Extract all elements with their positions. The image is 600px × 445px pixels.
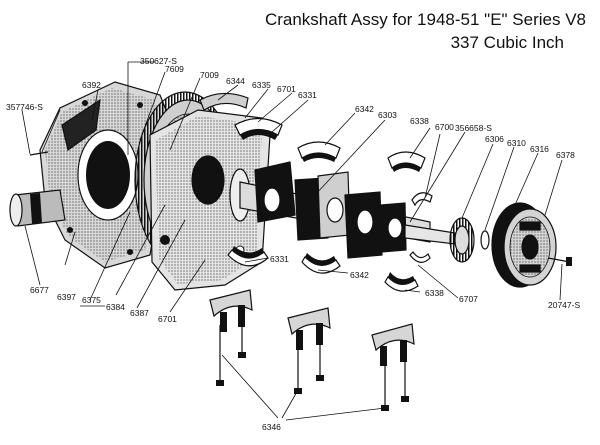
- callout-350627-S: 350627-S: [140, 56, 177, 66]
- callout-357746-S: 357746-S: [6, 102, 43, 112]
- upper-bearing-shell-rear: [234, 117, 283, 140]
- callout-7609: 7609: [165, 64, 184, 74]
- lower-bearing-shell-center: [301, 253, 341, 274]
- callout-labels: 357746-S 6392 350627-S 7609 7009 6344 63…: [6, 56, 580, 432]
- thrust-washer-lower: [409, 251, 431, 263]
- diagram-title: Crankshaft Assy for 1948-51 "E" Series V…: [264, 10, 586, 29]
- callout-6331-bottom: 6331: [270, 254, 289, 264]
- callout-6306: 6306: [485, 134, 504, 144]
- callout-6338-top: 6338: [410, 116, 429, 126]
- callout-6700: 6700: [435, 122, 454, 132]
- callout-6346: 6346: [262, 422, 281, 432]
- bearing-cap-bolt: [294, 345, 302, 394]
- callout-6342-bottom: 6342: [350, 270, 369, 280]
- main-bearing-cap-center: [287, 307, 331, 350]
- upper-bearing-shell-front: [387, 151, 426, 172]
- callout-6387: 6387: [130, 308, 149, 318]
- diagram-subtitle: 337 Cubic Inch: [450, 33, 564, 52]
- callout-7009: 7009: [200, 70, 219, 80]
- damper-bolt: [547, 257, 572, 266]
- main-bearing-cap-rear: [209, 289, 253, 332]
- starter-cylinder: [9, 189, 66, 227]
- bearing-cap-bolt: [316, 340, 324, 381]
- bearing-cap-bolt: [401, 355, 409, 402]
- callout-6392: 6392: [82, 80, 101, 90]
- callout-6701-bottom: 6701: [158, 314, 177, 324]
- callout-6338-bottom: 6338: [425, 288, 444, 298]
- rear-seal-upper: [199, 92, 249, 111]
- bearing-cap-bolt: [238, 318, 246, 358]
- callout-6316: 6316: [530, 144, 549, 154]
- callout-6384: 6384: [106, 302, 125, 312]
- callout-6378: 6378: [556, 150, 575, 160]
- engine-rear-plate: [149, 109, 271, 291]
- crankshaft-gear: [449, 217, 475, 263]
- lower-bearing-shell-front: [384, 272, 419, 292]
- main-bearing-cap-front: [371, 323, 415, 366]
- callout-6707: 6707: [459, 294, 478, 304]
- callout-6331-top: 6331: [298, 90, 317, 100]
- leader-lines: [21, 61, 563, 421]
- upper-bearing-shell-center: [297, 141, 341, 162]
- callout-6375: 6375: [82, 295, 101, 305]
- callout-356658-S: 356658-S: [455, 123, 492, 133]
- bearing-cap-bolt: [216, 325, 224, 386]
- crankshaft: [229, 161, 456, 259]
- callout-6342-top: 6342: [355, 104, 374, 114]
- callout-20747-S: 20747-S: [548, 300, 580, 310]
- thrust-washer-upper: [411, 192, 433, 207]
- callout-6344: 6344: [226, 76, 245, 86]
- lower-bearing-shell-rear: [227, 246, 269, 267]
- callout-6303: 6303: [378, 110, 397, 120]
- bearing-cap-bolt: [381, 360, 389, 411]
- crankshaft-damper: [491, 202, 557, 288]
- callout-6701-top: 6701: [277, 84, 296, 94]
- callout-6397: 6397: [57, 292, 76, 302]
- dowel-pin: [29, 151, 49, 156]
- flywheel-housing: [39, 81, 173, 269]
- spacer-washer: [480, 230, 490, 250]
- callout-6335: 6335: [252, 80, 271, 90]
- callout-6310: 6310: [507, 138, 526, 148]
- callout-6677: 6677: [30, 285, 49, 295]
